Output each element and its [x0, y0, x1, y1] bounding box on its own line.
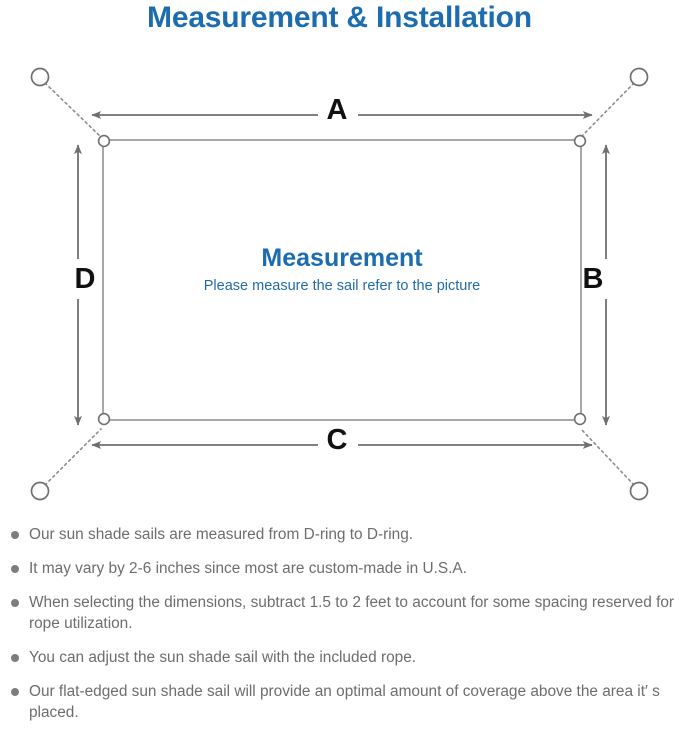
rope-line-bottom-left: [44, 428, 102, 486]
notes-list: Our sun shade sails are measured from D-…: [0, 524, 679, 736]
note-text: When selecting the dimensions, subtract …: [29, 594, 675, 632]
page-title: Measurement & Installation: [147, 1, 532, 34]
list-item: Our flat-edged sun shade sail will provi…: [0, 681, 679, 723]
list-item: Our sun shade sails are measured from D-…: [0, 524, 679, 545]
list-item: When selecting the dimensions, subtract …: [0, 592, 679, 634]
bullet-icon: [11, 654, 19, 662]
sail-rectangle: [102, 139, 582, 421]
note-text: Our flat-edged sun shade sail will provi…: [29, 683, 660, 721]
note-text: You can adjust the sun shade sail with t…: [29, 649, 417, 666]
rope-lines: [44, 82, 635, 486]
d-ring-bottom-right: [573, 412, 587, 426]
sail-measurement-subtitle: Please measure the sail refer to the pic…: [203, 278, 481, 294]
anchor-ring-top-right: [629, 67, 649, 87]
list-item: It may vary by 2-6 inches since most are…: [0, 558, 679, 579]
d-rings: [97, 134, 587, 426]
dimension-label-B: B: [582, 263, 604, 295]
dimension-label-C: C: [326, 424, 348, 456]
bullet-icon: [11, 531, 19, 539]
anchor-rings: [30, 67, 649, 501]
rope-line-top-right: [580, 82, 635, 138]
note-text: It may vary by 2-6 inches since most are…: [29, 560, 467, 577]
sail-measurement-heading: Measurement: [261, 244, 423, 272]
sail-diagram: Measurement Please measure the sail refe…: [0, 44, 679, 514]
rope-line-bottom-right: [580, 428, 635, 486]
rope-line-top-left: [44, 82, 102, 138]
d-ring-bottom-left: [97, 412, 111, 426]
list-item: You can adjust the sun shade sail with t…: [0, 647, 679, 668]
bullet-icon: [11, 688, 19, 696]
sail-diagram-svg: [30, 67, 649, 501]
anchor-ring-bottom-left: [30, 481, 50, 501]
note-text: Our sun shade sails are measured from D-…: [29, 526, 414, 543]
d-ring-top-left: [97, 134, 111, 148]
bullet-icon: [11, 599, 19, 607]
anchor-ring-top-left: [30, 67, 50, 87]
dimension-label-D: D: [74, 263, 96, 295]
dimension-label-A: A: [326, 94, 348, 126]
d-ring-top-right: [573, 134, 587, 148]
anchor-ring-bottom-right: [629, 481, 649, 501]
bullet-icon: [11, 565, 19, 573]
